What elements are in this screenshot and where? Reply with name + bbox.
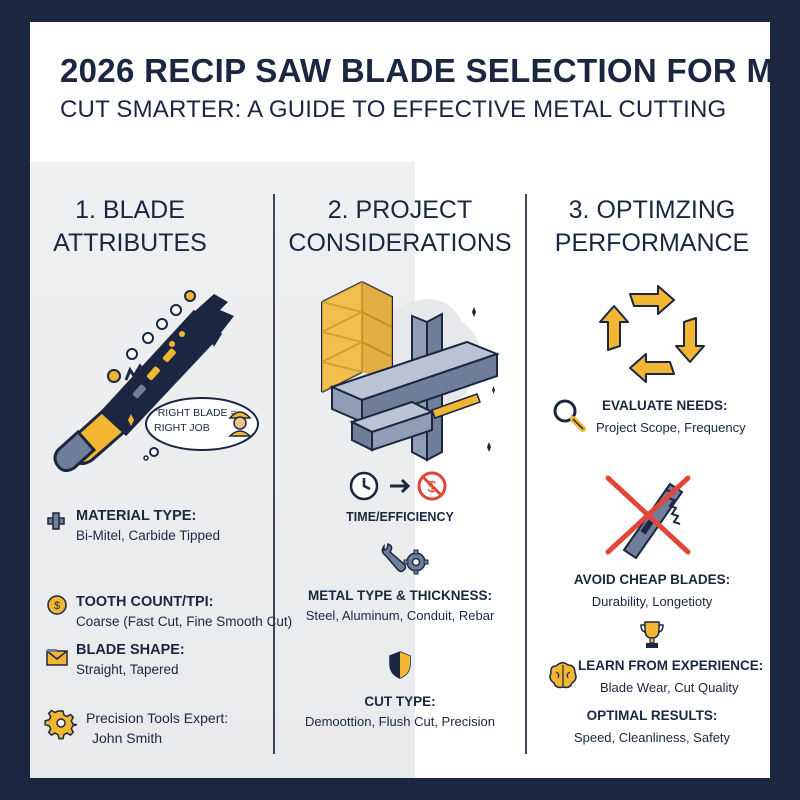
shield-icon — [389, 651, 411, 679]
envelope-icon — [46, 649, 68, 666]
saw-blade-illustration — [53, 290, 234, 473]
blade-shape-detail: Straight, Tapered — [76, 662, 179, 677]
avoid-cheap-title: AVOID CHEAP BLADES: — [573, 572, 731, 587]
steel-beam-scaffold-illustration — [321, 281, 500, 462]
column-heading-optimizing-performance: 3. OPTIMZING PERFORMANCE — [540, 194, 764, 260]
learn-experience-detail: Blade Wear, Cut Quality — [600, 680, 739, 695]
clock-no-cost-icon: $ — [349, 471, 447, 501]
heading-line: PERFORMANCE — [554, 229, 750, 257]
page-subtitle: CUT SMARTER: A GUIDE TO EFFECTIVE METAL … — [60, 96, 727, 123]
crossed-blade-icon — [605, 475, 691, 560]
svg-text:$: $ — [54, 600, 60, 612]
bubble-line: "RIGHT BLADE = — [154, 407, 237, 419]
left-column-background — [30, 162, 415, 778]
heading-line: ATTRIBUTES — [53, 229, 207, 257]
wrench-gear-icon — [381, 543, 429, 575]
gear-coin-icon: $ — [47, 595, 67, 615]
brain-icon — [549, 662, 577, 689]
infographic-panel: 2026 RECIP SAW BLADE SELECTION FOR METAL… — [30, 22, 770, 778]
optimal-results-title: OPTIMAL RESULTS: — [586, 708, 718, 723]
material-type-title: MATERIAL TYPE: — [76, 508, 197, 524]
avoid-cheap-detail: Durability, Longetioty — [591, 594, 713, 609]
speech-bubble — [143, 397, 259, 461]
material-type-detail: Bi-Mitel, Carbide Tipped — [76, 528, 221, 543]
heading-line: 1. BLADE — [75, 196, 185, 224]
bubble-text: "RIGHT BLADE = RIGHT JOB — [154, 406, 237, 436]
column-divider-1 — [273, 194, 275, 754]
metal-type-detail: Steel, Aluminum, Conduit, Rebar — [305, 608, 495, 623]
worker-avatar-icon — [228, 411, 252, 437]
metal-type-title: METAL TYPE & THICKNESS: — [307, 588, 492, 603]
evaluate-needs-detail: Project Scope, Frequency — [596, 420, 746, 435]
page-title: 2026 RECIP SAW BLADE SELECTION FOR METAL — [60, 52, 770, 89]
heading-line: 3. OPTIMZING — [568, 196, 736, 224]
expert-title: Precision Tools Expert: — [86, 710, 229, 726]
time-efficiency-title: TIME/EFFICIENCY — [346, 510, 454, 524]
cycle-arrows-icon — [599, 285, 705, 383]
learn-experience-title: LEARN FROM EXPERIENCE: — [578, 658, 764, 673]
cut-type-detail: Demoottion, Flush Cut, Precision — [304, 714, 496, 729]
cut-type-title: CUT TYPE: — [364, 694, 436, 709]
bubble-line: RIGHT JOB — [154, 422, 210, 434]
pipe-fitting-icon — [47, 512, 65, 530]
heading-line: CONSIDERATIONS — [288, 229, 512, 257]
column-heading-blade-attributes: 1. BLADE ATTRIBUTES — [50, 194, 210, 260]
gear-icon — [44, 709, 77, 740]
column-divider-2 — [525, 194, 527, 754]
trophy-icon — [640, 621, 664, 648]
heading-line: 2. PROJECT — [327, 196, 473, 224]
evaluate-needs-title: EVALUATE NEEDS: — [602, 398, 728, 413]
tooth-count-detail: Coarse (Fast Cut, Fine Smooth Cut) — [76, 614, 293, 629]
tooth-count-title: TOOTH COUNT/TPI: — [76, 594, 214, 610]
column-heading-project-considerations: 2. PROJECT CONSIDERATIONS — [288, 194, 512, 260]
expert-name: John Smith — [92, 730, 163, 746]
magnifier-icon — [553, 399, 586, 432]
blade-shape-title: BLADE SHAPE: — [76, 642, 185, 658]
optimal-results-detail: Speed, Cleanliness, Safety — [573, 730, 731, 745]
